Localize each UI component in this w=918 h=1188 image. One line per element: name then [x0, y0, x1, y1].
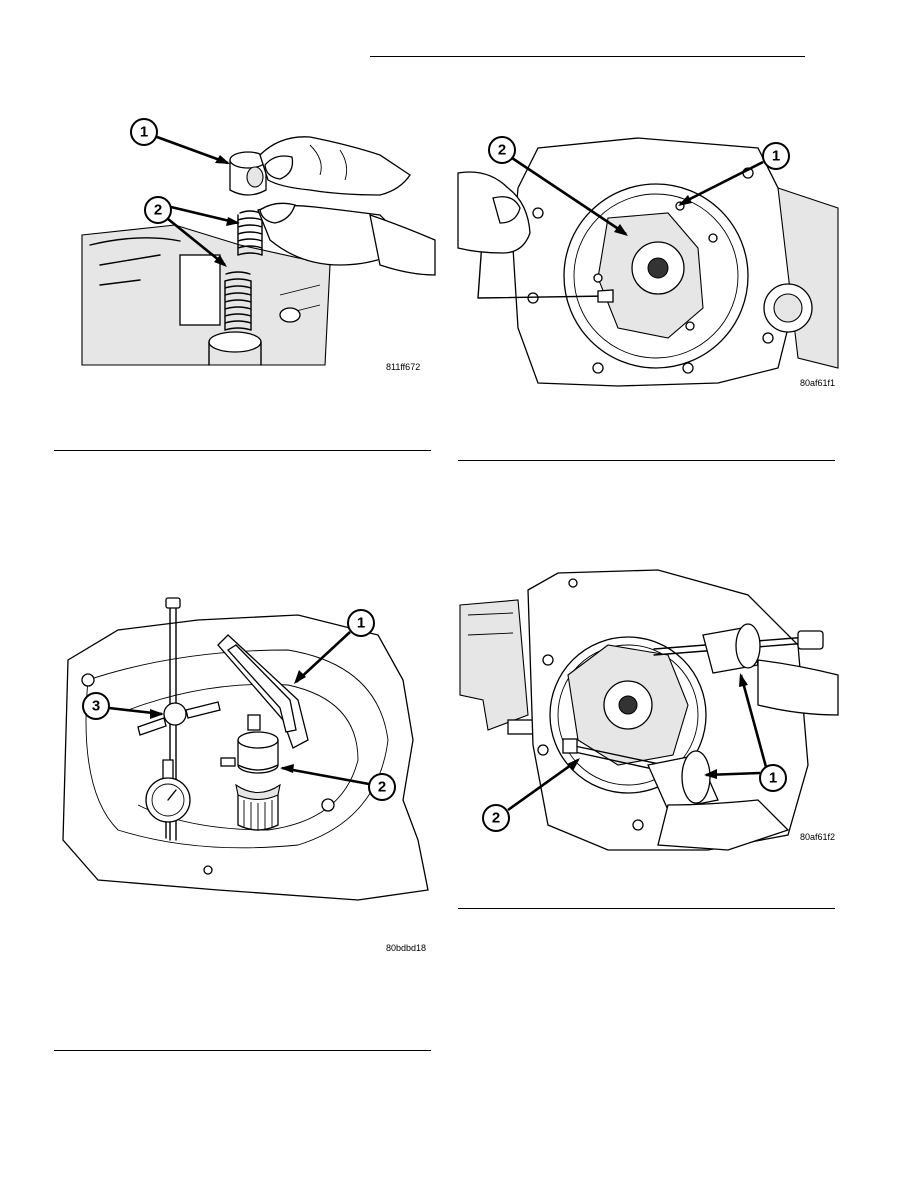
figure-pump-pullers: 1 2	[459, 569, 839, 851]
callout-1: 1	[347, 609, 375, 637]
slide-hammer-lower	[562, 738, 790, 851]
svg-text:2: 2	[154, 202, 162, 219]
lower-spring	[224, 271, 252, 331]
figure-dial-indicator: 1 3 2	[62, 597, 429, 901]
dial-gauge	[145, 759, 191, 839]
figure-code: 80bdbd18	[386, 943, 427, 953]
callout-2: 2	[488, 136, 516, 164]
separator-rule	[54, 450, 431, 451]
separator-rule	[458, 908, 835, 909]
svg-text:1: 1	[357, 615, 365, 632]
slide-hammer-upper	[653, 623, 839, 716]
fixture-tool	[217, 634, 309, 749]
callout-1: 1	[762, 142, 790, 170]
callout-2: 2	[144, 196, 172, 224]
callout-1: 1	[759, 764, 787, 792]
figure-code: 80af61f2	[800, 832, 836, 842]
callout-3: 3	[82, 692, 110, 720]
header-rule	[370, 56, 805, 57]
svg-text:1: 1	[769, 770, 777, 787]
svg-text:3: 3	[92, 698, 100, 715]
separator-rule	[54, 1050, 431, 1051]
callout-1: 1	[130, 118, 158, 146]
separator-rule	[458, 460, 835, 461]
figure-valve-spring: 1 2	[81, 118, 436, 366]
figure-pump-bolts: 2 1	[457, 136, 839, 387]
spring-cap	[229, 151, 267, 196]
figure-code: 811ff672	[386, 362, 421, 372]
callout-2: 2	[482, 804, 510, 832]
svg-text:2: 2	[378, 779, 386, 796]
svg-text:1: 1	[772, 148, 780, 165]
svg-text:1: 1	[140, 124, 148, 141]
svg-text:2: 2	[498, 142, 506, 159]
stand-clamp	[137, 701, 221, 736]
figure-code: 80af61f1	[800, 378, 836, 388]
callout-2: 2	[368, 773, 396, 801]
svg-text:2: 2	[492, 810, 500, 827]
